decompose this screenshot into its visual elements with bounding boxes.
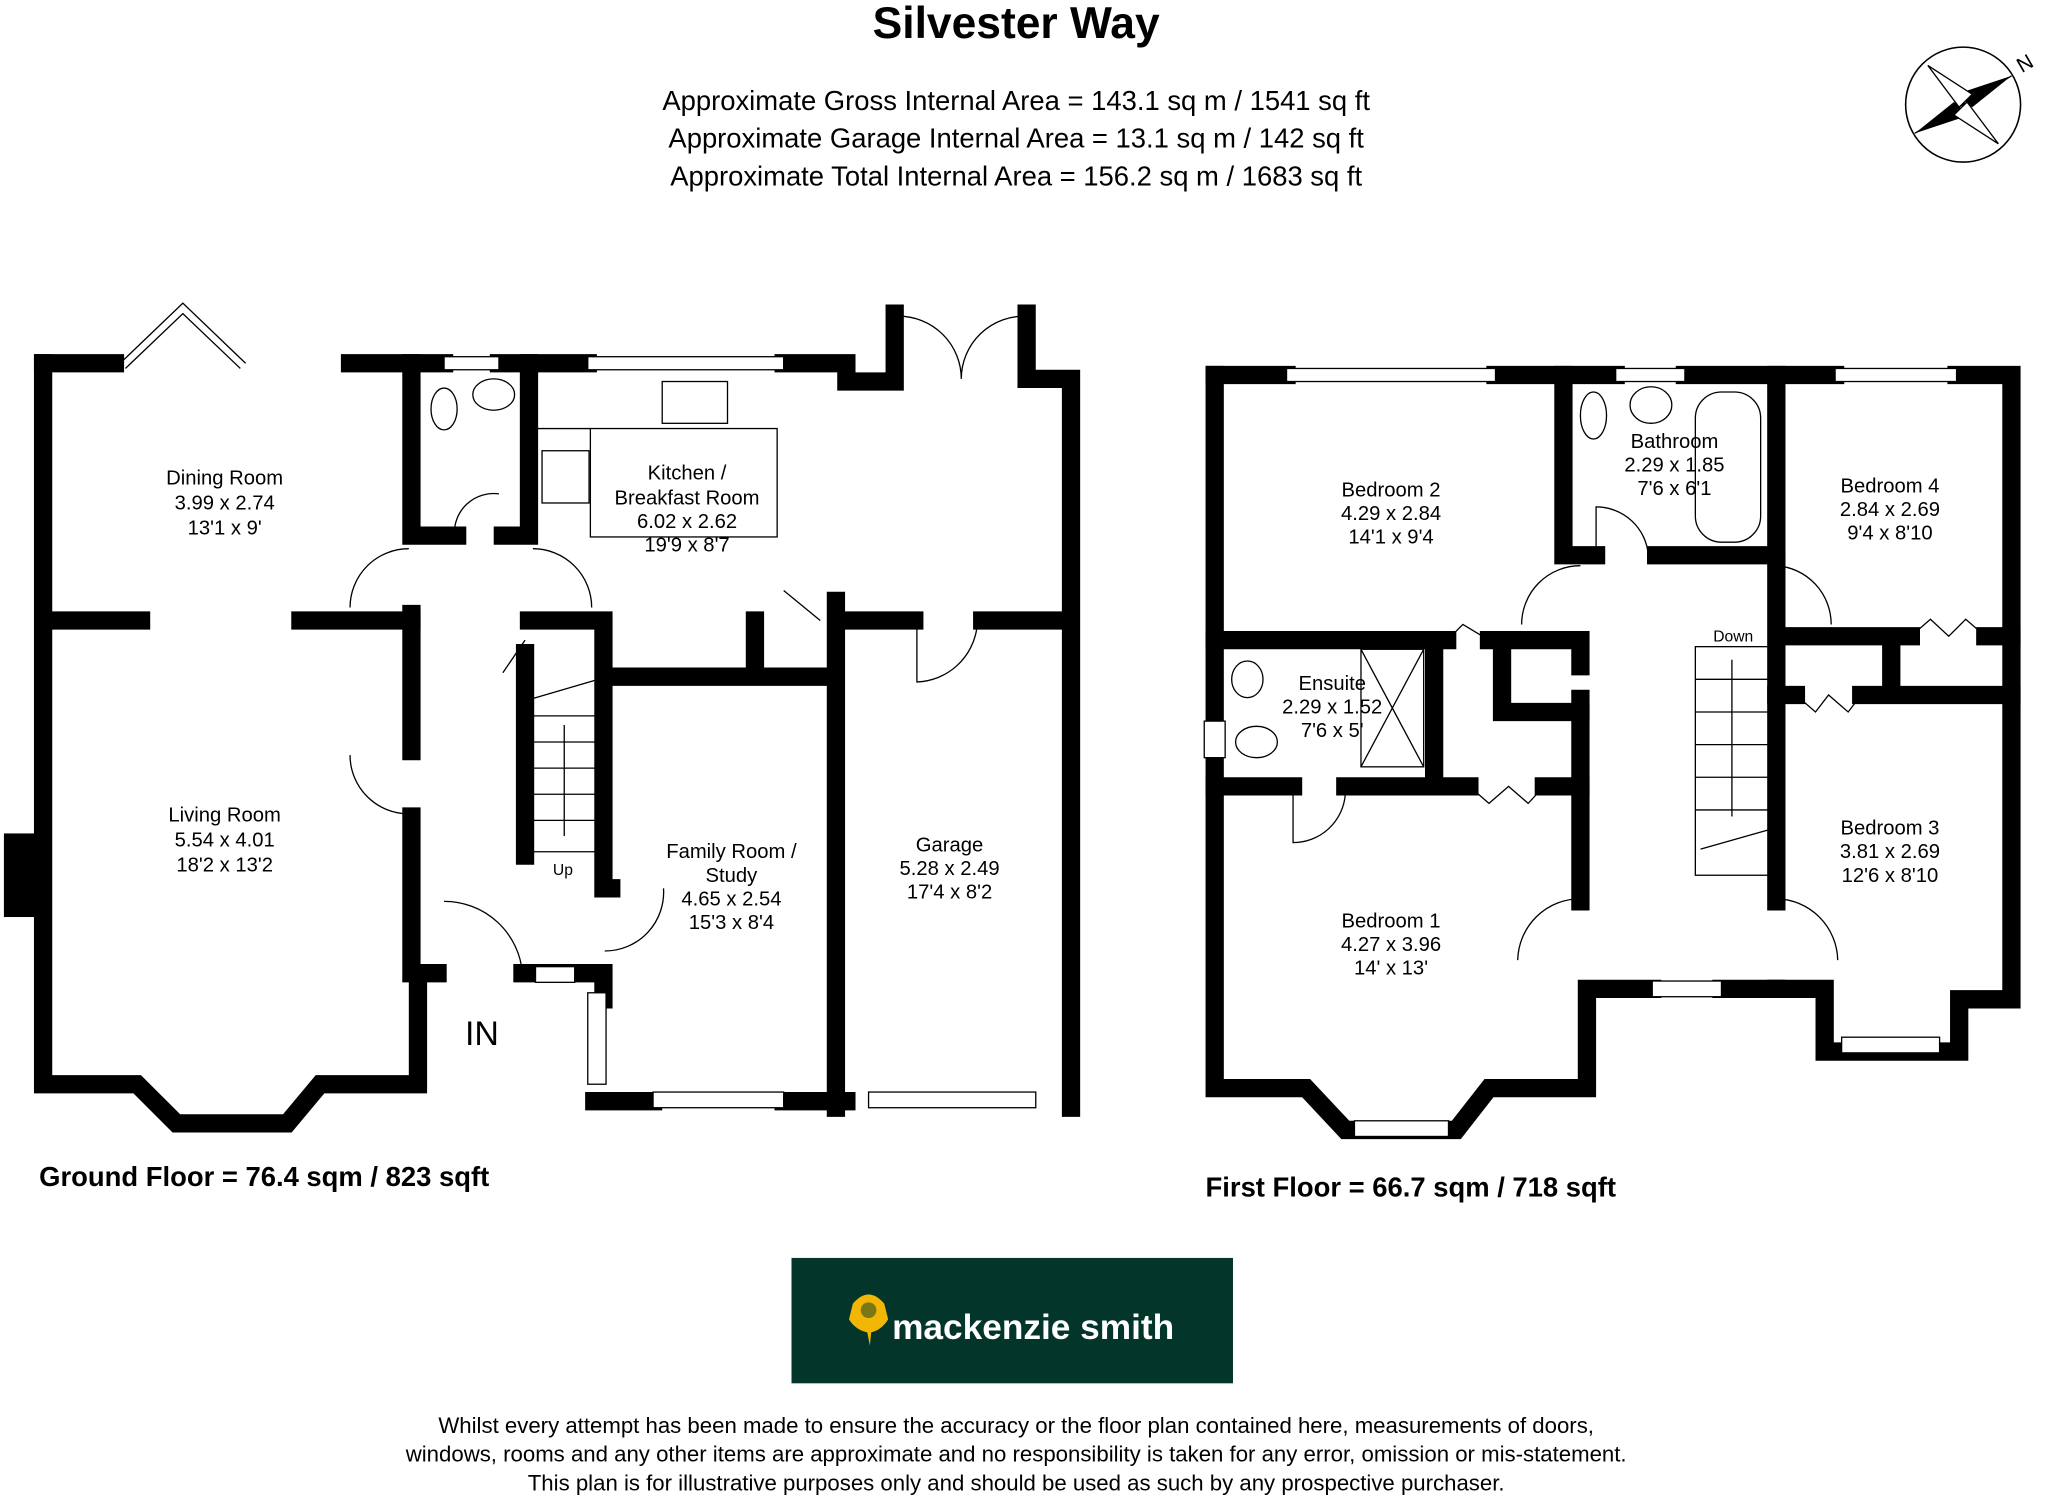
room-dining: Dining Room 3.99 x 2.74 13'1 x 9'	[166, 468, 283, 540]
room-name: Kitchen /	[648, 462, 727, 484]
ground-floor-plan: Up IN Dining Room 3.99 x 2.74 13'1 x 9' …	[3, 302, 1081, 1133]
room-garage: Garage 5.28 x 2.49 17'4 x 8'2	[899, 835, 999, 904]
first-stairs-label: Down	[1713, 628, 1753, 645]
disclaimer-line: windows, rooms and any other items are a…	[405, 1442, 1627, 1467]
compass-north-label: N	[2013, 50, 2038, 77]
room-imperial: 13'1 x 9'	[188, 517, 262, 539]
room-imperial: 9'4 x 8'10	[1847, 523, 1932, 545]
compass-icon: N	[1904, 46, 2038, 163]
room-bedroom-3: Bedroom 3 3.81 x 2.69 12'6 x 8'10	[1840, 818, 1940, 887]
room-imperial: 7'6 x 5'	[1301, 720, 1364, 742]
room-name: Garage	[916, 835, 984, 857]
room-imperial: 14' x 13'	[1354, 958, 1428, 980]
room-living: Living Room 5.54 x 4.01 18'2 x 13'2	[168, 805, 280, 877]
room-metric: 3.99 x 2.74	[175, 493, 275, 515]
room-metric: 3.81 x 2.69	[1840, 841, 1940, 863]
room-bedroom-1: Bedroom 1 4.27 x 3.96 14' x 13'	[1341, 910, 1441, 979]
ground-stairs-label: Up	[553, 862, 573, 879]
room-bedroom-2: Bedroom 2 4.29 x 2.84 14'1 x 9'4	[1341, 479, 1441, 548]
garage-area: Approximate Garage Internal Area = 13.1 …	[668, 123, 1364, 154]
disclaimer-line: Whilst every attempt has been made to en…	[438, 1413, 1594, 1438]
room-kitchen: Kitchen / Breakfast Room 6.02 x 2.62 19'…	[614, 462, 759, 556]
total-area: Approximate Total Internal Area = 156.2 …	[670, 161, 1362, 192]
room-imperial: 18'2 x 13'2	[176, 854, 273, 876]
room-imperial: 17'4 x 8'2	[907, 882, 992, 904]
room-name-line2: Breakfast Room	[614, 487, 759, 509]
room-name: Family Room /	[666, 841, 797, 863]
room-name-line2: Study	[706, 865, 759, 887]
ground-floor-label: Ground Floor = 76.4 sqm / 823 sqft	[39, 1161, 489, 1192]
room-family: Family Room / Study 4.65 x 2.54 15'3 x 8…	[666, 841, 797, 934]
gross-area: Approximate Gross Internal Area = 143.1 …	[662, 85, 1370, 116]
room-metric: 2.29 x 1.52	[1282, 696, 1382, 718]
first-floor-label: First Floor = 66.7 sqm / 718 sqft	[1206, 1172, 1616, 1203]
room-name: Bathroom	[1631, 431, 1719, 453]
room-metric: 4.27 x 3.96	[1341, 934, 1441, 956]
room-ensuite: Ensuite 2.29 x 1.52 7'6 x 5'	[1282, 673, 1382, 742]
logo-text: mackenzie smith	[892, 1308, 1174, 1347]
room-imperial: 14'1 x 9'4	[1348, 526, 1433, 548]
room-name: Bedroom 4	[1840, 476, 1939, 498]
room-metric: 6.02 x 2.62	[637, 511, 737, 533]
entrance-label: IN	[465, 1015, 499, 1053]
room-name: Bedroom 2	[1342, 479, 1441, 501]
disclaimer: Whilst every attempt has been made to en…	[405, 1413, 1627, 1495]
room-metric: 2.29 x 1.85	[1624, 455, 1724, 477]
room-name: Bedroom 3	[1840, 818, 1939, 840]
room-imperial: 7'6 x 6'1	[1637, 478, 1711, 500]
disclaimer-line: This plan is for illustrative purposes o…	[528, 1470, 1505, 1495]
room-metric: 4.29 x 2.84	[1341, 503, 1441, 525]
room-name: Ensuite	[1298, 673, 1366, 695]
room-bathroom: Bathroom 2.29 x 1.85 7'6 x 6'1	[1624, 431, 1724, 500]
first-floor-plan: Down Bedroom 2 4.29 x 2.84 14'1 x 9'4 Ba…	[1203, 365, 2021, 1140]
room-metric: 4.65 x 2.54	[681, 888, 781, 910]
agent-logo: mackenzie smith	[791, 1257, 1233, 1384]
room-name: Living Room	[168, 805, 280, 827]
room-imperial: 15'3 x 8'4	[689, 912, 774, 934]
room-metric: 2.84 x 2.69	[1840, 499, 1940, 521]
room-imperial: 12'6 x 8'10	[1842, 865, 1939, 887]
thistle-icon	[848, 1294, 889, 1346]
room-name: Dining Room	[166, 468, 283, 490]
room-bedroom-4: Bedroom 4 2.84 x 2.69 9'4 x 8'10	[1840, 476, 1940, 545]
room-name: Bedroom 1	[1342, 910, 1441, 932]
room-imperial: 19'9 x 8'7	[644, 534, 729, 556]
room-metric: 5.28 x 2.49	[899, 858, 999, 880]
plan-title: Silvester Way	[873, 0, 1160, 48]
room-metric: 5.54 x 4.01	[175, 830, 275, 852]
